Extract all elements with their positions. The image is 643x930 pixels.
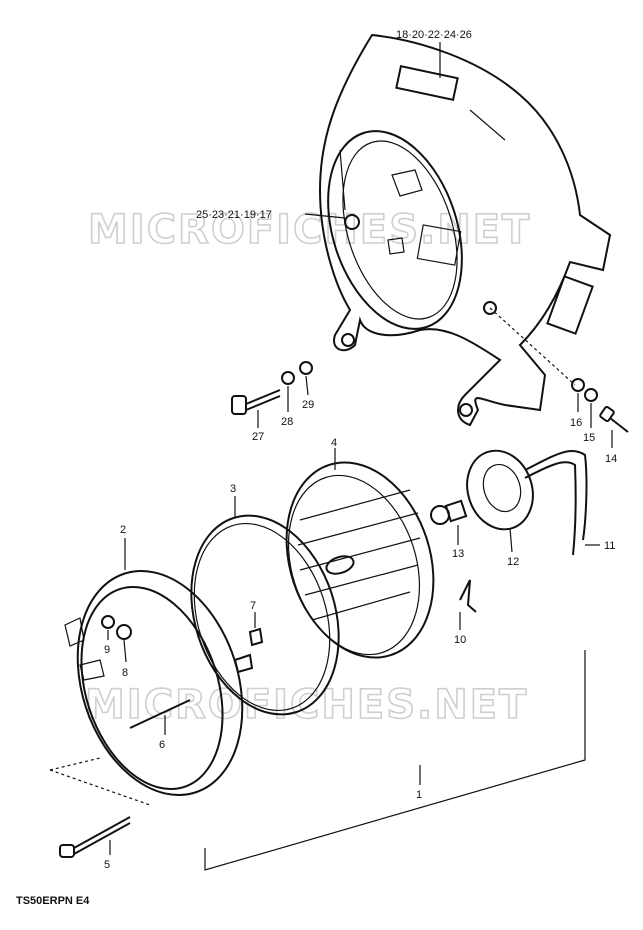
label-28: 28: [281, 416, 293, 428]
socket-12: [466, 449, 588, 556]
label-3: 3: [230, 483, 236, 495]
watermark-bottom: MICROFICHES.NET: [85, 682, 528, 728]
screw-14: [599, 406, 629, 433]
label-9: 9: [104, 644, 110, 656]
nut-8: [116, 624, 132, 640]
clip-10: [459, 579, 477, 613]
label-6: 6: [159, 739, 165, 751]
leader-25: [304, 213, 346, 219]
label-10: 10: [454, 634, 466, 646]
bolt-27: [231, 389, 281, 415]
label-2: 2: [120, 524, 126, 536]
washer-16: [571, 378, 585, 392]
label-16: 16: [570, 417, 582, 429]
label-4: 4: [331, 437, 337, 449]
label-27: 27: [252, 431, 264, 443]
label-5: 5: [104, 859, 110, 871]
adjuster-screw-6: [129, 699, 191, 735]
label-29: 29: [302, 399, 314, 411]
label-8: 8: [122, 667, 128, 679]
drawing-code: TS50ERPN E4: [16, 895, 90, 907]
label-18-20-22-24-26: 18·20·22·24·26: [396, 29, 472, 41]
label-25-23-21-19-17: 25·23·21·19·17: [196, 209, 272, 221]
leader-29: [305, 375, 309, 396]
label-12: 12: [507, 556, 519, 568]
label-13: 13: [452, 548, 464, 560]
label-15: 15: [583, 432, 595, 444]
screw-7: [248, 627, 264, 647]
headlight-housing: [318, 33, 612, 427]
label-1: 1: [416, 789, 422, 801]
washer-15: [584, 388, 598, 402]
assembly-bracket-1: [204, 650, 586, 871]
leader-screw-hole: [489, 307, 576, 386]
label-7: 7: [250, 600, 256, 612]
label-11: 11: [604, 540, 615, 552]
nut-9: [101, 615, 115, 629]
outer-rim-2: [64, 570, 244, 796]
washer-28: [281, 371, 295, 385]
screw-5: [59, 816, 131, 858]
bulb-13: [430, 499, 468, 525]
nut-29: [299, 361, 313, 375]
lens-unit-4: [285, 461, 435, 659]
label-14: 14: [605, 453, 617, 465]
